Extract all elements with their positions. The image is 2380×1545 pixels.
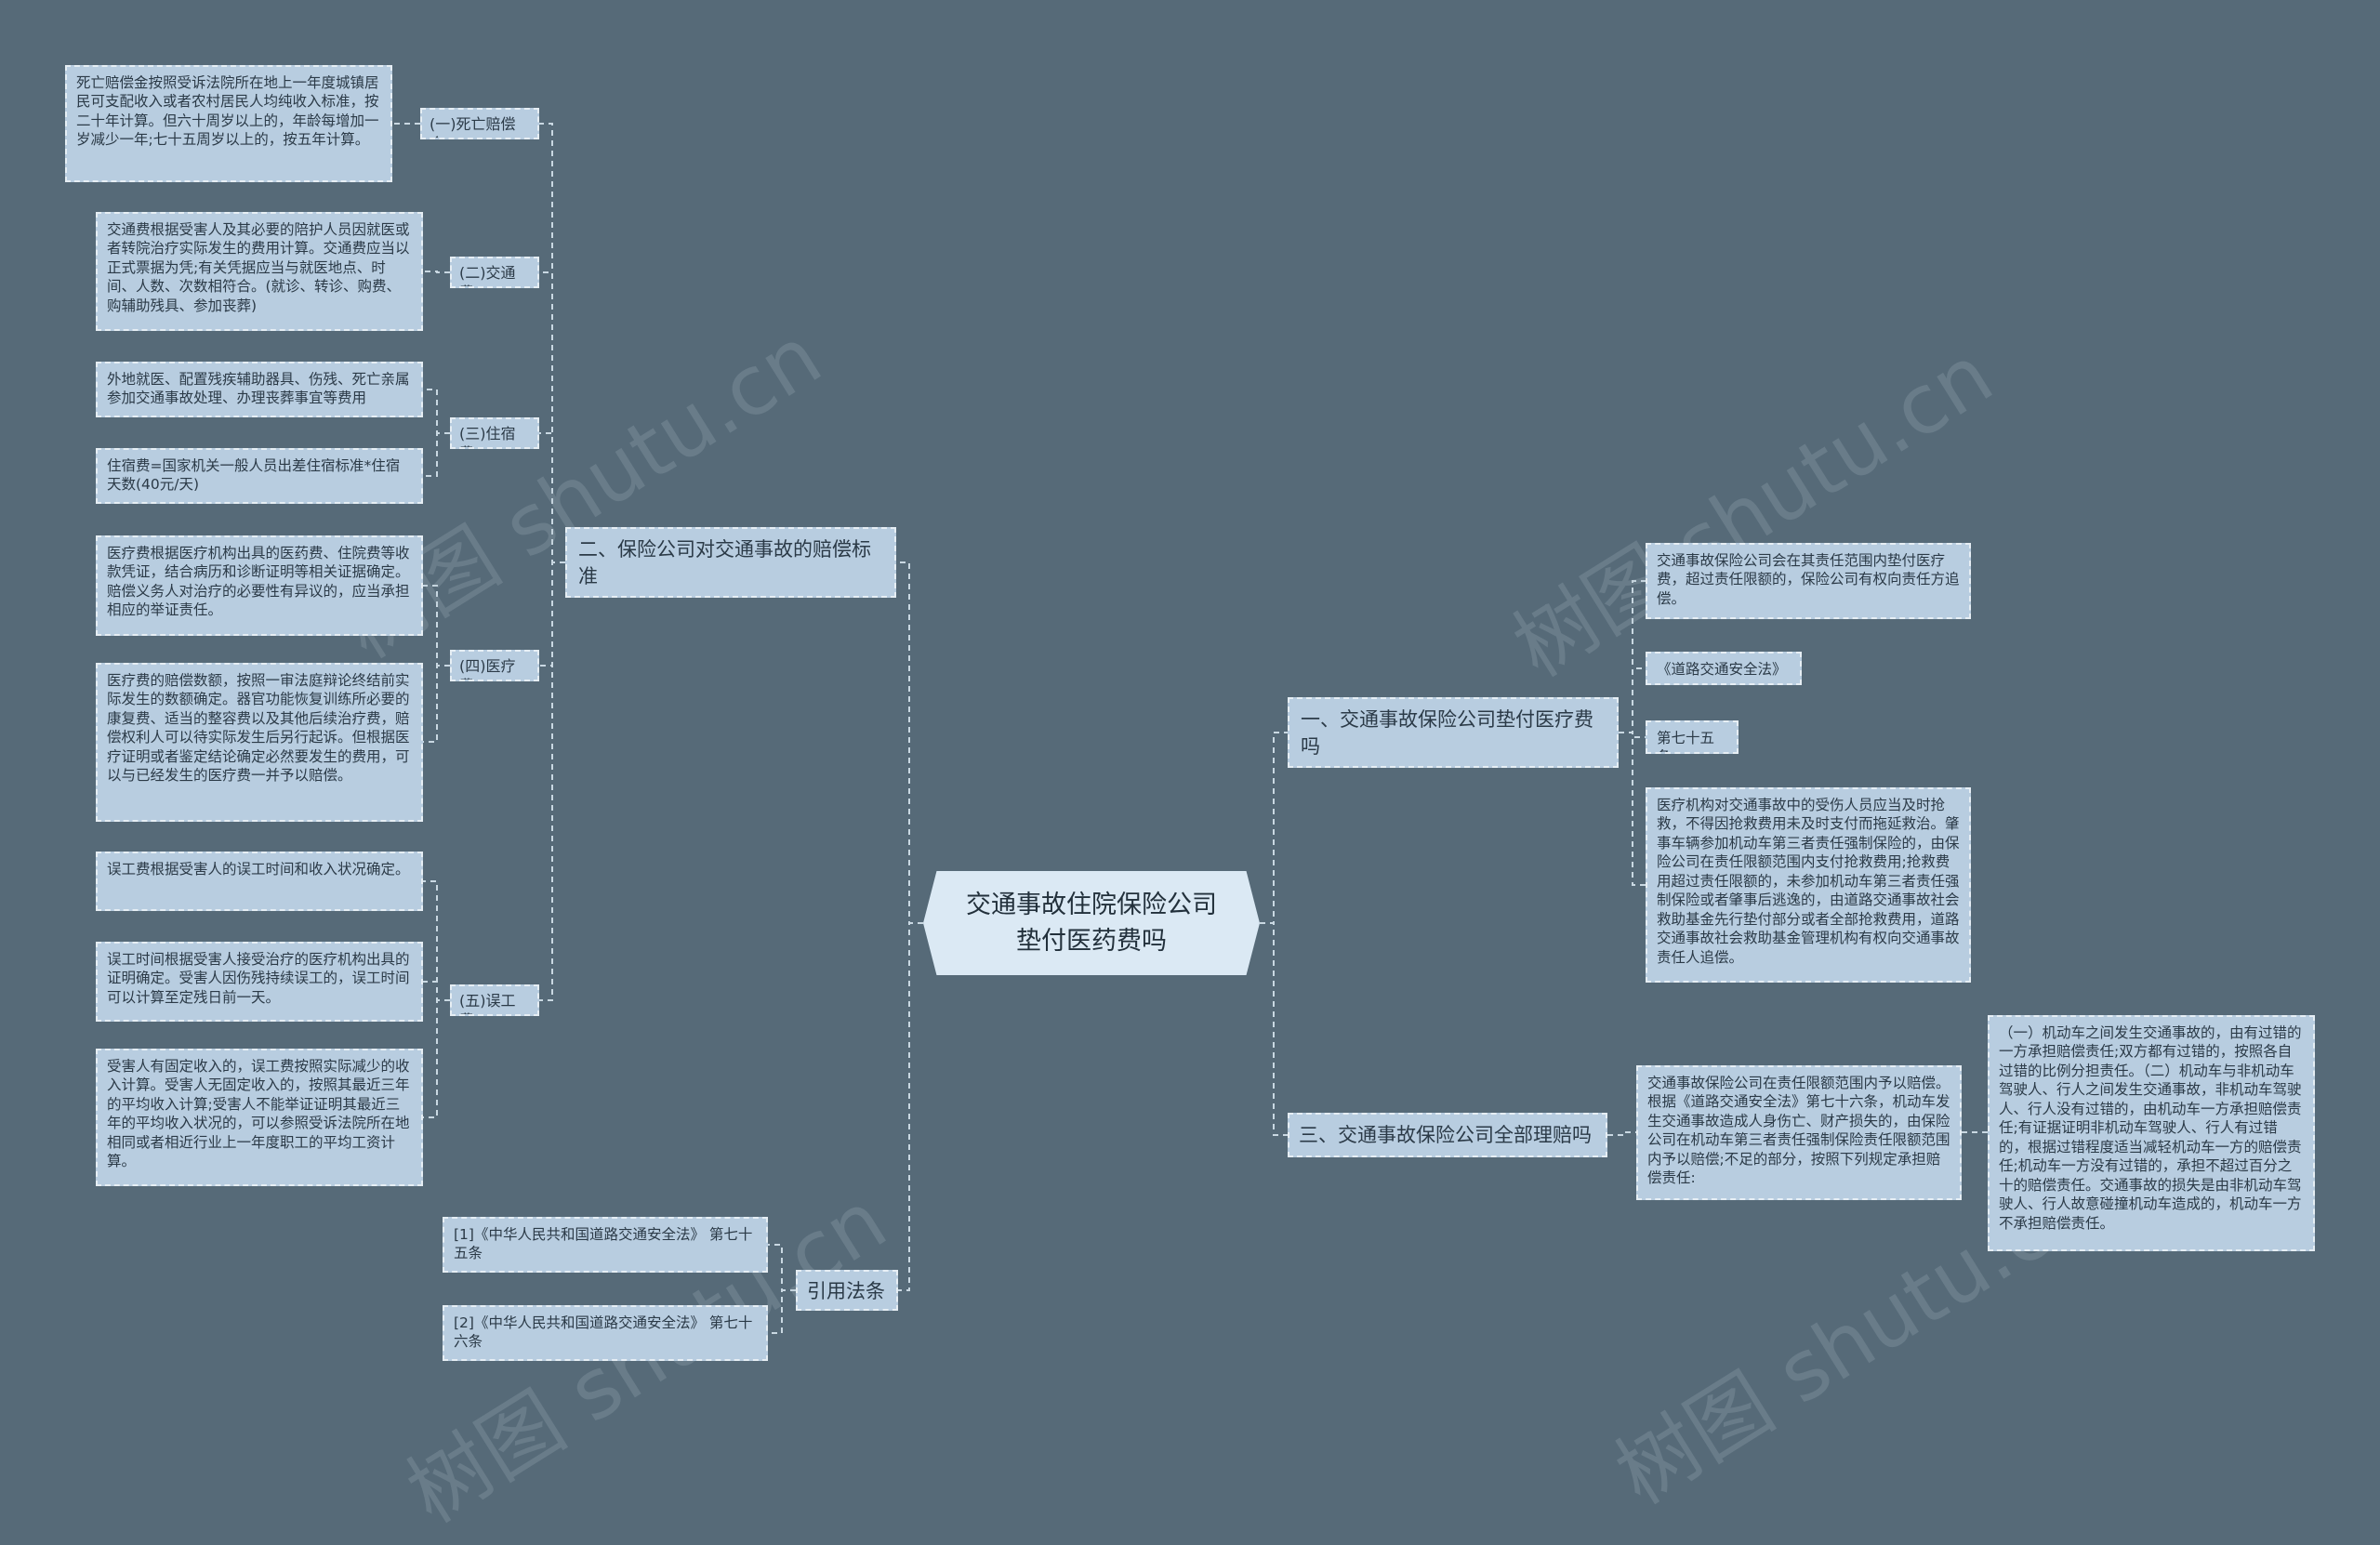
item-death-compensation[interactable]: (一)死亡赔偿金 <box>420 108 539 139</box>
item-medical-fee[interactable]: (四)医疗费 <box>450 650 539 681</box>
connector-lines <box>392 123 1988 1334</box>
link-tag4-detail1 <box>423 981 450 1001</box>
link-laws-item1 <box>768 1289 796 1334</box>
link-tag1-detail <box>423 271 450 273</box>
link-right2-item <box>1607 1131 1636 1136</box>
r1-detail-summary: 交通事故保险公司会在其责任范围内垫付医疗费，超过责任限额的，保险公司有权向责任方… <box>1646 543 1971 619</box>
link-right1-item-3 <box>1619 732 1646 886</box>
link-tag2-detail0 <box>423 389 450 434</box>
link-tag4-detail0 <box>423 880 450 1001</box>
branch-full-claim[interactable]: 三、交通事故保险公司全部理赔吗 <box>1288 1113 1607 1157</box>
law-item-75: [1]《中华人民共和国道路交通安全法》 第七十五条 <box>443 1217 768 1273</box>
r1-detail-article-75: 第七十五条 <box>1646 720 1739 754</box>
link-left-tag-4 <box>539 561 565 1001</box>
link-tag3-detail0 <box>423 585 450 667</box>
detail-medical-fee-1: 医疗费根据医疗机构出具的医药费、住院费等收款凭证，结合病历和诊断证明等相关证据确… <box>96 535 423 636</box>
link-root-laws <box>898 922 923 1291</box>
detail-lost-wages-3: 受害人有固定收入的，误工费按照实际减少的收入计算。受害人无固定收入的，按照其最近… <box>96 1049 423 1186</box>
r1-detail-law-name: 《道路交通安全法》 <box>1646 652 1802 685</box>
link-root-right1 <box>1260 732 1288 924</box>
link-tag4-detail2 <box>423 999 450 1118</box>
r2-detail: 交通事故保险公司在责任限额范围内予以赔偿。根据《道路交通安全法》第七十六条，机动… <box>1636 1065 1962 1200</box>
detail-transport-fee: 交通费根据受害人及其必要的陪护人员因就医或者转院治疗实际发生的费用计算。交通费应… <box>96 212 423 331</box>
branch-compensation-standard[interactable]: 二、保险公司对交通事故的赔偿标准 <box>565 527 896 598</box>
detail-death-compensation: 死亡赔偿金按照受诉法院所在地上一年度城镇居民可支配收入或者农村居民人均纯收入标准… <box>65 65 392 182</box>
root-node[interactable]: 交通事故住院保险公司垫付医药费吗 <box>923 871 1260 975</box>
r2-sub-detail: （一）机动车之间发生交通事故的，由有过错的一方承担赔偿责任;双方都有过错的，按照… <box>1988 1015 2315 1251</box>
link-right1-item-2 <box>1619 732 1646 738</box>
link-root-left <box>896 561 923 924</box>
link-tag3-detail1 <box>423 665 450 743</box>
item-transport-fee[interactable]: (二)交通费 <box>450 257 539 288</box>
link-left-tag-2 <box>539 432 565 563</box>
link-laws-item0 <box>768 1244 796 1291</box>
link-right1-item-1 <box>1619 667 1646 733</box>
link-right1-item-0 <box>1619 580 1646 733</box>
link-left-tag-0 <box>539 123 565 563</box>
link-tag2-detail1 <box>423 432 450 477</box>
branch-cited-laws[interactable]: 引用法条 <box>796 1270 898 1311</box>
link-left-tag-1 <box>539 271 565 563</box>
detail-lost-wages-2: 误工时间根据受害人接受治疗的医疗机构出具的证明确定。受害人因伤残持续误工的，误工… <box>96 942 423 1022</box>
r1-detail-article-text: 医疗机构对交通事故中的受伤人员应当及时抢救，不得因抢救费用未及时支付而拖延救治。… <box>1646 787 1971 983</box>
link-root-right2 <box>1260 922 1288 1136</box>
detail-lodging-fee-2: 住宿费=国家机关一般人员出差住宿标准*住宿天数(40元/天) <box>96 448 423 504</box>
detail-lost-wages-1: 误工费根据受害人的误工时间和收入状况确定。 <box>96 852 423 911</box>
item-lodging-fee[interactable]: (三)住宿费 <box>450 417 539 449</box>
branch-advance-medical[interactable]: 一、交通事故保险公司垫付医疗费吗 <box>1288 697 1619 768</box>
detail-lodging-fee-1: 外地就医、配置残疾辅助器具、伤残、死亡亲属参加交通事故处理、办理丧葬事宜等费用 <box>96 362 423 417</box>
detail-medical-fee-2: 医疗费的赔偿数额，按照一审法庭辩论终结前实际发生的数额确定。器官功能恢复训练所必… <box>96 663 423 822</box>
law-item-76: [2]《中华人民共和国道路交通安全法》 第七十六条 <box>443 1305 768 1361</box>
item-lost-wages[interactable]: (五)误工费 <box>450 984 539 1016</box>
